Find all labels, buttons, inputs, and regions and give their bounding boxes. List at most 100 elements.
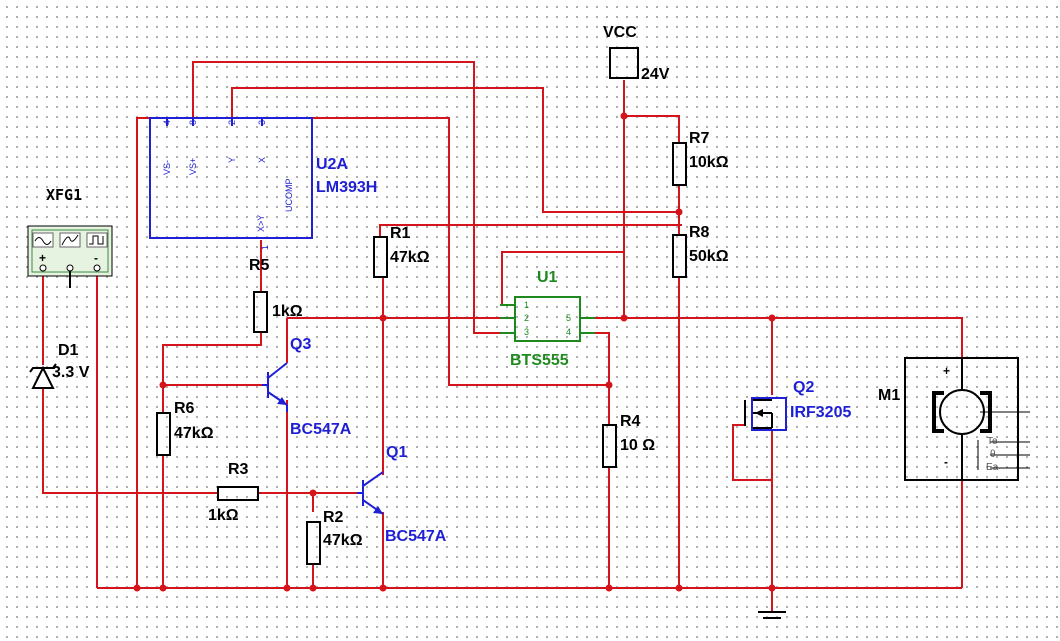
u1-pin-number: 2 [524, 313, 529, 323]
resistor-r6[interactable]: R6 47kΩ [156, 400, 214, 456]
resistor-r2[interactable]: R2 47kΩ [306, 509, 363, 565]
q3-emitter-arrow [277, 397, 287, 405]
r3-body [217, 486, 259, 501]
u2a-pin-number: 8 [188, 120, 198, 125]
transistor-q3[interactable]: Q3 BC547A [262, 336, 352, 438]
xfg-plus-label: + [39, 251, 46, 265]
u2a-pin-name: Y [227, 157, 237, 163]
r8-body [672, 234, 687, 278]
vcc-symbol [609, 47, 639, 79]
r7-body [672, 142, 687, 186]
resistor-r8[interactable]: R8 50kΩ [672, 224, 729, 278]
junction-dot [283, 584, 291, 592]
r7-ref: R7 [689, 130, 710, 147]
u2a-pin-number: 1 [260, 245, 270, 250]
resistor-r1[interactable]: R1 47kΩ [373, 225, 430, 278]
junction-dot [605, 381, 613, 389]
u2a-pin-number: 2 [227, 120, 237, 125]
q3-collector-lead [267, 362, 288, 379]
junctions [133, 112, 776, 592]
q2-arrow [755, 409, 763, 417]
u2a-pin-number: 4 [162, 120, 172, 125]
switch-ic-u1[interactable]: 1 2 3 5 4 U1 BTS555 [500, 269, 595, 369]
m1-ref: M1 [878, 387, 900, 404]
zener-diode-d1[interactable]: D1 3.3 V [29, 342, 90, 389]
resistor-r4[interactable]: R4 10 Ω [602, 413, 655, 468]
r5-value: 1kΩ [272, 303, 303, 320]
dc-motor-m1[interactable]: + - Te θ Ea M1 [878, 357, 1030, 481]
xfg-terminal-common[interactable] [66, 264, 74, 272]
square-wave-icon [89, 235, 104, 245]
xfg-terminal-minus[interactable] [93, 264, 101, 272]
r2-body [306, 521, 321, 565]
m1-minus: - [944, 455, 948, 469]
diode-symbol [31, 365, 55, 389]
mosfet-q2[interactable]: Q2 IRF3205 [744, 379, 851, 431]
r4-body [602, 424, 617, 468]
q3-ref: Q3 [290, 336, 311, 353]
q1-ref: Q1 [386, 444, 407, 461]
m1-output-label: θ [990, 449, 996, 460]
q2-part: IRF3205 [790, 404, 851, 421]
u2a-body [149, 117, 313, 239]
motor-icon [939, 389, 985, 435]
wire-r5-bottom[interactable] [162, 332, 262, 385]
r2-ref: R2 [323, 509, 344, 526]
u2a-pin-number: 3 [257, 120, 267, 125]
q2-ref: Q2 [793, 379, 814, 396]
r1-body [373, 236, 388, 278]
wire-vs-plus[interactable] [192, 61, 500, 334]
r8-value: 50kΩ [689, 248, 729, 265]
wire-q2-gate[interactable] [732, 424, 772, 481]
r3-value: 1kΩ [208, 507, 239, 524]
xfg-minus-label: - [94, 251, 98, 265]
d1-value: 3.3 V [52, 364, 90, 381]
u2a-ref: U2A [316, 156, 348, 173]
wire-bts-pin2[interactable] [500, 251, 625, 318]
xfg-terminal-plus[interactable] [39, 264, 47, 272]
function-generator[interactable]: + - XFG1 [27, 186, 113, 288]
junction-dot [675, 208, 683, 216]
u1-pin-number: 3 [524, 327, 529, 337]
sine-wave-icon [32, 232, 54, 248]
triangle-wave-icon [61, 234, 79, 246]
wire-x-input[interactable] [262, 117, 610, 425]
m1-output-label: Ea [986, 462, 999, 473]
r5-body [253, 291, 268, 333]
u2a-pin-name: VS+ [188, 158, 198, 175]
junction-dot [309, 584, 317, 592]
q2-outline [751, 397, 787, 431]
wire-bts-pin4[interactable] [580, 332, 610, 385]
comparator-u2a[interactable]: 4 8 2 3 1 VS- VS+ Y X X>Y UCOMP U2A LM39… [149, 117, 377, 250]
u2a-pin-name: X [257, 157, 267, 163]
resistor-r7[interactable]: R7 10kΩ [672, 130, 729, 186]
wire-r1-top[interactable] [379, 224, 682, 236]
wire-bts-out[interactable] [580, 317, 963, 357]
r3-ref: R3 [228, 461, 249, 478]
junction-dot [620, 314, 628, 322]
wire-vcc[interactable] [623, 80, 680, 143]
resistor-r3[interactable]: R3 1kΩ [208, 461, 259, 524]
r7-value: 10kΩ [689, 154, 729, 171]
vcc-source[interactable]: VCC 24V [603, 24, 670, 83]
u2a-pin-name: VS- [162, 160, 172, 175]
resistor-r5[interactable]: R5 1kΩ [249, 257, 303, 333]
wire-diode-r3[interactable] [42, 388, 218, 494]
square-wave-icon [86, 232, 108, 248]
u1-ref: U1 [537, 269, 558, 286]
transistor-q1[interactable]: Q1 BC547A [357, 444, 447, 545]
junction-dot [768, 584, 776, 592]
r8-ref: R8 [689, 224, 710, 241]
r1-value: 47kΩ [390, 249, 430, 266]
diode-bar [29, 363, 57, 373]
ground-symbol[interactable] [758, 611, 786, 619]
u1-pin-number: 1 [524, 300, 529, 310]
junction-dot [379, 314, 387, 322]
u2a-pin-name: UCOMP [284, 179, 294, 213]
wire-y-input[interactable] [231, 87, 682, 213]
r1-ref: R1 [390, 225, 411, 242]
sine-wave-icon [34, 237, 52, 245]
junction-dot [675, 584, 683, 592]
junction-dot [309, 489, 317, 497]
